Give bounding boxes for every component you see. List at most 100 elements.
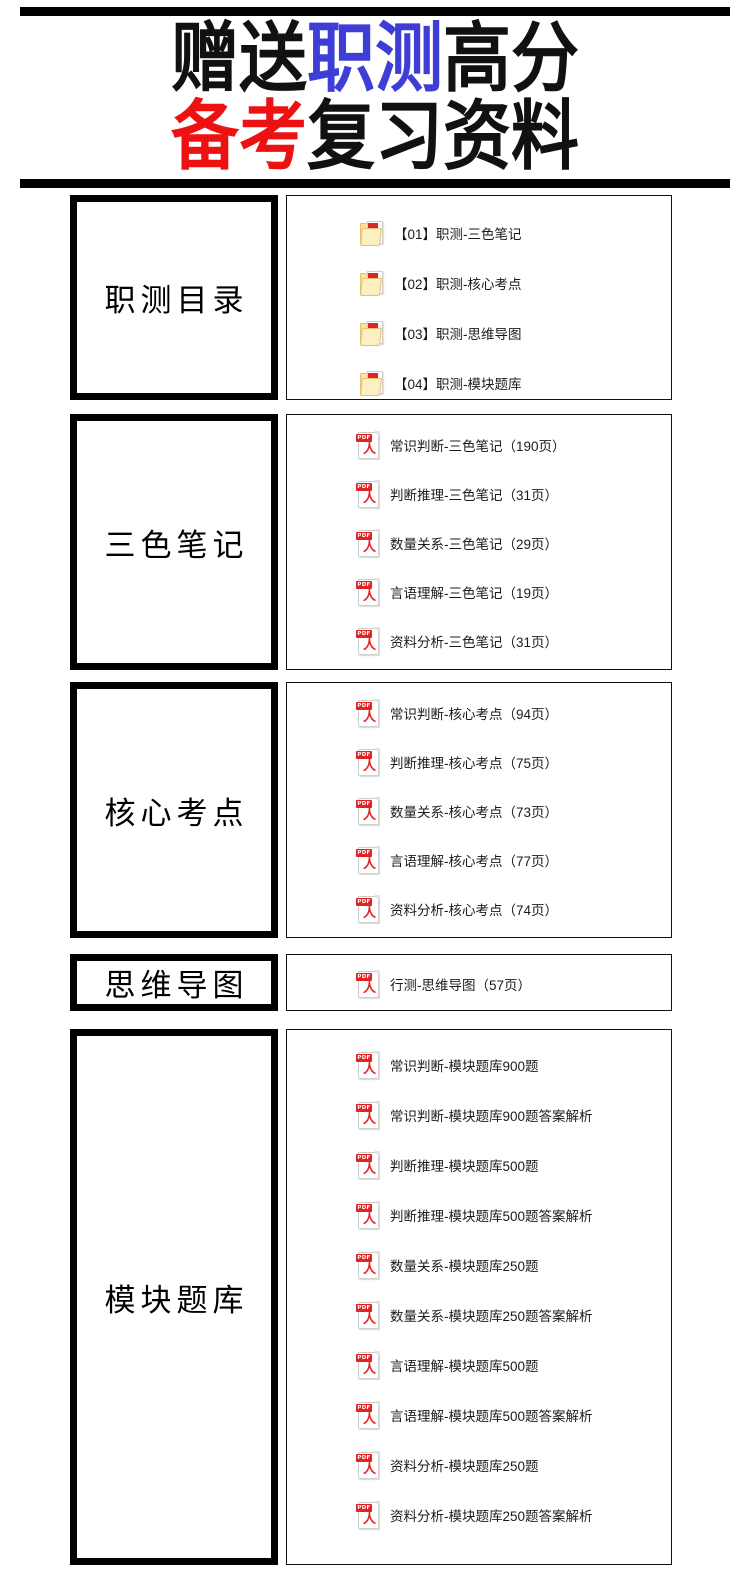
folder-with-pdf-icon: 人 [359, 268, 385, 298]
file-name-label: 数量关系-模块题库250题 [390, 1259, 539, 1274]
folder-with-pdf-icon: 人 [359, 368, 385, 398]
file-row[interactable]: 人【01】职测-三色笔记 [287, 216, 743, 250]
file-name-label: 资料分析-模块题库250题 [390, 1459, 539, 1474]
section-label-box-zhice-catalog: 职测目录 [70, 195, 278, 400]
file-name-label: 常识判断-模块题库900题 [390, 1059, 539, 1074]
folder-with-pdf-icon: 人 [359, 218, 385, 248]
title-seg-5: 复习资料 [307, 92, 580, 182]
section-label-text: 思维导图 [104, 968, 249, 1004]
section-label-text: 职测目录 [104, 283, 249, 319]
file-name-label: 【04】职测-模块题库 [394, 377, 522, 392]
file-name-label: 判断推理-核心考点（75页） [390, 756, 559, 771]
file-name-label: 资料分析-核心考点（74页） [390, 903, 559, 918]
section-label-text: 模块题库 [104, 1282, 249, 1319]
file-name-label: 言语理解-核心考点（77页） [390, 854, 559, 869]
file-name-label: 言语理解-模块题库500题 [390, 1359, 539, 1374]
file-name-label: 数量关系-核心考点（73页） [390, 805, 559, 820]
file-name-label: 数量关系-三色笔记（29页） [390, 537, 559, 552]
file-row[interactable]: 人【02】职测-核心考点 [287, 266, 743, 300]
banner-title: 赠送职测高分 备考复习资料 [0, 14, 750, 180]
title-seg-1: 赠送 [170, 14, 307, 104]
file-name-label: 常识判断-模块题库900题答案解析 [390, 1109, 593, 1124]
file-name-label: 数量关系-模块题库250题答案解析 [390, 1309, 593, 1324]
file-name-label: 判断推理-三色笔记（31页） [390, 488, 559, 503]
header-rule-top [20, 7, 730, 16]
file-row[interactable]: 人【03】职测-思维导图 [287, 316, 743, 350]
section-label-box-module-question-bank: 模块题库 [70, 1029, 278, 1565]
section-label-text: 三色笔记 [104, 527, 249, 564]
folder-with-pdf-icon: 人 [359, 318, 385, 348]
title-seg-3: 高分 [443, 14, 580, 104]
section-label-text: 核心考点 [104, 795, 249, 832]
file-name-label: 言语理解-模块题库500题答案解析 [390, 1409, 593, 1424]
title-seg-2-highlight: 职测 [306, 14, 443, 104]
banner-title-line-1: 赠送职测高分 [0, 14, 750, 104]
section-label-box-mind-map: 思维导图 [70, 954, 278, 1011]
file-name-label: 常识判断-三色笔记（190页） [390, 439, 566, 454]
banner-title-line-2: 备考复习资料 [0, 92, 750, 182]
section-label-box-three-color-notes: 三色笔记 [70, 414, 278, 670]
title-seg-4-highlight: 备考 [170, 92, 307, 182]
file-name-label: 资料分析-三色笔记（31页） [390, 635, 559, 650]
file-name-label: 言语理解-三色笔记（19页） [390, 586, 559, 601]
file-name-label: 资料分析-模块题库250题答案解析 [390, 1509, 593, 1524]
file-name-label: 【01】职测-三色笔记 [394, 227, 522, 242]
file-name-label: 常识判断-核心考点（94页） [390, 707, 559, 722]
header-rule-bottom [20, 179, 730, 188]
banner-header: 赠送职测高分 备考复习资料 [0, 0, 750, 190]
file-row[interactable]: 人【04】职测-模块题库 [287, 366, 743, 400]
file-list-zhice-catalog: 人【01】职测-三色笔记人【02】职测-核心考点人【03】职测-思维导图人【04… [286, 195, 672, 400]
file-name-label: 行测-思维导图（57页） [390, 978, 532, 993]
file-name-label: 判断推理-模块题库500题答案解析 [390, 1209, 593, 1224]
